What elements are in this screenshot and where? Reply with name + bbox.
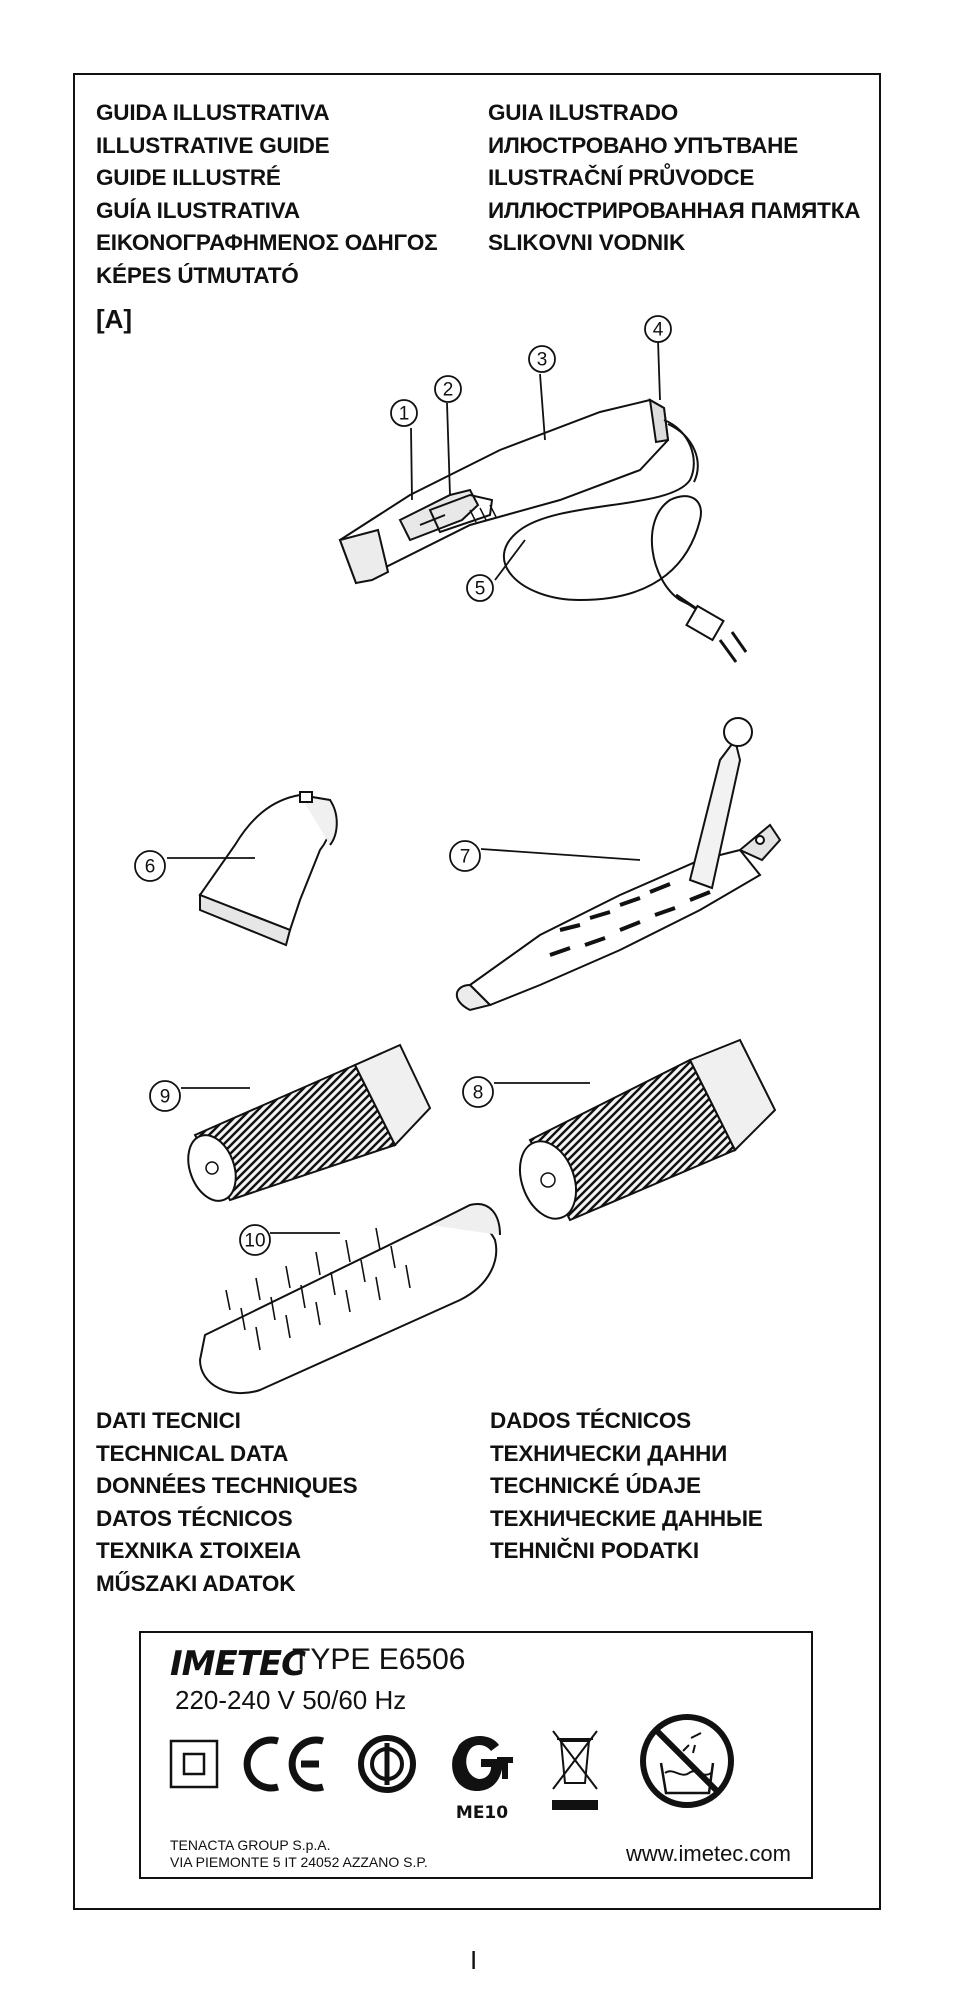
callout-2: 2 bbox=[443, 380, 454, 401]
product-illustrations: 1 2 3 4 5 6 7 8 9 10 bbox=[134, 315, 782, 1395]
tech-heading: ТЕХНИЧЕСКИ ДАННИ bbox=[490, 1440, 728, 1466]
curling-brush bbox=[455, 717, 782, 1012]
flat-brush bbox=[198, 1203, 501, 1395]
callout-7: 7 bbox=[460, 847, 471, 868]
guide-heading: ILUSTRAČNÍ PRŮVODCE bbox=[488, 165, 755, 190]
section-label: [A] bbox=[96, 304, 133, 334]
cert-mark-text: ME10 bbox=[456, 1803, 508, 1823]
manufacturer-address: TENACTA GROUP S.p.A. VIA PIEMONTE 5 IT 2… bbox=[170, 1837, 428, 1871]
guide-heading: KÉPES ÚTMUTATÓ bbox=[96, 262, 299, 288]
guide-heading: GUIDA ILLUSTRATIVA bbox=[96, 100, 330, 125]
pct-mark-icon: ME10 bbox=[452, 1736, 513, 1823]
guide-heading: ИЛЛЮСТРИРОВАННАЯ ПАМЯТКА bbox=[488, 197, 861, 223]
tech-heading: MŰSZAKI ADATOK bbox=[96, 1570, 296, 1596]
guide-heading: ILLUSTRATIVE GUIDE bbox=[96, 132, 330, 158]
tech-headings-left: DATI TECNICI TECHNICAL DATA DONNÉES TECH… bbox=[96, 1405, 358, 1600]
double-insulation-icon bbox=[169, 1739, 219, 1789]
voltage-rating: 220-240 V 50/60 Hz bbox=[175, 1685, 407, 1715]
guide-heading: GUIA ILUSTRADO bbox=[488, 100, 679, 125]
callout-5: 5 bbox=[475, 579, 486, 600]
guide-heading: SLIKOVNI VODNIK bbox=[488, 230, 686, 255]
round-brush-small bbox=[187, 1043, 432, 1202]
tech-heading: TECHNICAL DATA bbox=[96, 1440, 289, 1466]
round-brush-large bbox=[518, 1038, 777, 1222]
callout-9: 9 bbox=[160, 1087, 171, 1108]
concentrator-nozzle bbox=[198, 791, 338, 947]
company-street: VIA PIEMONTE 5 IT 24052 AZZANO S.P. bbox=[170, 1854, 428, 1870]
guide-heading: GUÍA ILUSTRATIVA bbox=[96, 197, 300, 223]
callout-6: 6 bbox=[145, 857, 156, 878]
tech-heading: TECHNICKÉ ÚDAJE bbox=[490, 1473, 701, 1498]
website-url: www.imetec.com bbox=[625, 1841, 791, 1866]
page-frame bbox=[73, 73, 881, 1910]
callouts bbox=[134, 315, 672, 1256]
no-water-icon bbox=[640, 1714, 734, 1808]
model-type: TYPE E6506 bbox=[292, 1643, 466, 1676]
tech-heading: DATOS TÉCNICOS bbox=[96, 1505, 293, 1531]
guide-headings-right: GUIA ILUSTRADO ИЛЮСТРОВАНО УПЪТВАНЕ ILUS… bbox=[488, 97, 860, 260]
weee-bin-icon bbox=[552, 1730, 598, 1810]
tech-heading: DONNÉES TECHNIQUES bbox=[96, 1473, 358, 1498]
guide-heading: ΕΙΚΟΝΟΓΡΑΦΗΜΕΝΟΣ ΟΔΗΓΟΣ bbox=[96, 230, 438, 255]
ce-mark-icon bbox=[243, 1736, 324, 1792]
guide-heading: GUIDE ILLUSTRÉ bbox=[96, 165, 281, 190]
callout-4: 4 bbox=[653, 320, 664, 341]
tech-heading: ТЕХНИЧЕСКИЕ ДАННЫЕ bbox=[490, 1505, 763, 1531]
guide-headings-left: GUIDA ILLUSTRATIVA ILLUSTRATIVE GUIDE GU… bbox=[96, 97, 438, 292]
tech-heading: TEHNIČNI PODATKI bbox=[490, 1538, 699, 1563]
guide-heading: ИЛЮСТРОВАНО УПЪТВАНЕ bbox=[488, 132, 799, 158]
imq-mark-icon bbox=[358, 1735, 416, 1793]
brand-logo: IMETEC bbox=[170, 1644, 306, 1684]
certification-symbols: ME10 bbox=[169, 1714, 734, 1823]
callout-3: 3 bbox=[537, 350, 548, 371]
dryer-body bbox=[338, 398, 670, 585]
company-name: TENACTA GROUP S.p.A. bbox=[170, 1837, 331, 1853]
tech-heading: DATI TECNICI bbox=[96, 1408, 241, 1433]
tech-heading: DADOS TÉCNICOS bbox=[490, 1408, 691, 1433]
callout-1: 1 bbox=[399, 404, 410, 425]
callout-10: 10 bbox=[244, 1231, 265, 1252]
callout-8: 8 bbox=[473, 1083, 484, 1104]
page-number: I bbox=[470, 1945, 478, 1975]
tech-heading: ΤΕΧΝΙΚΑ ΣΤΟΙΧΕΙΑ bbox=[96, 1538, 301, 1563]
tech-headings-right: DADOS TÉCNICOS ТЕХНИЧЕСКИ ДАННИ TECHNICK… bbox=[490, 1405, 763, 1568]
rating-label: IMETEC TYPE E6506 220-240 V 50/60 Hz ME1… bbox=[139, 1631, 813, 1879]
power-cord bbox=[503, 419, 748, 663]
